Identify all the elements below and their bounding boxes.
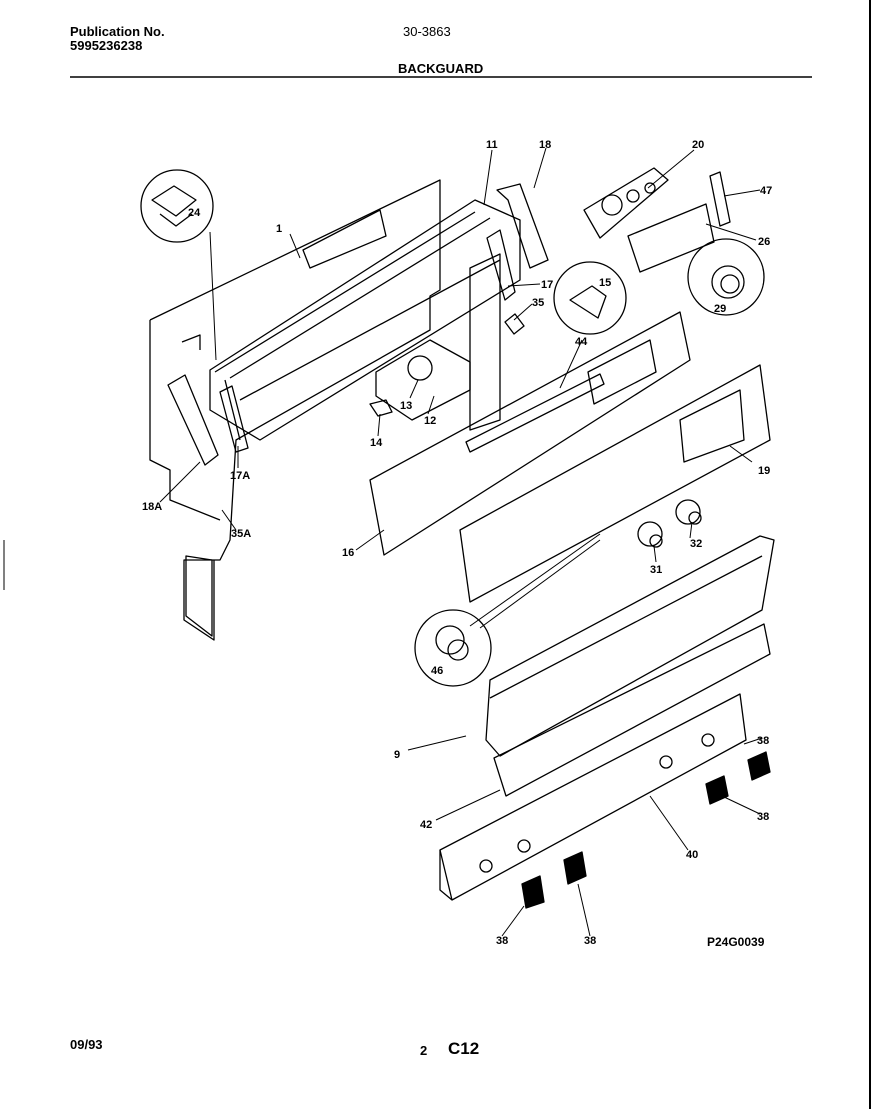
- clip-part-14: [369, 399, 393, 417]
- callout-38-a: 38: [757, 735, 769, 747]
- back-panel-part-1: [149, 179, 441, 641]
- knob-inset-part-29: [687, 238, 765, 316]
- callout-18a: 18A: [142, 501, 162, 513]
- footer-code: C12: [448, 1039, 480, 1058]
- callout-38-c: 38: [496, 935, 508, 947]
- front-panel-part-19: [459, 364, 771, 603]
- footer-date: 09/93: [70, 1037, 103, 1052]
- callout-20: 20: [692, 139, 704, 151]
- callout-26: 26: [758, 236, 770, 248]
- knob-part-38: [521, 751, 771, 909]
- control-panel-part-16: [369, 311, 691, 556]
- lower-trim-part-42: [493, 623, 771, 797]
- callout-15: 15: [599, 277, 611, 289]
- switch-inset-part-15: [553, 261, 627, 335]
- callout-1: 1: [276, 223, 282, 235]
- bracket-part-47: [709, 171, 731, 227]
- callout-32: 32: [690, 538, 702, 550]
- callout-labels: 1 11 18 20 47 26 24 17 15 35 29 44 13 12…: [142, 139, 772, 949]
- callout-31: 31: [650, 564, 662, 576]
- side-trim-part-17a: [219, 385, 249, 453]
- side-trim-part-18a: [167, 374, 219, 466]
- callout-16: 16: [342, 547, 354, 559]
- model-number: 30-3863: [403, 24, 451, 39]
- section-title: BACKGUARD: [398, 61, 484, 76]
- footer-page: 2: [420, 1043, 428, 1058]
- clock-timer-part-20: [583, 167, 669, 239]
- callout-19: 19: [758, 465, 770, 477]
- callout-35a: 35A: [231, 528, 251, 540]
- callout-38-b: 38: [757, 811, 769, 823]
- callout-47: 47: [760, 185, 772, 197]
- end-cap-part-9: [485, 535, 775, 757]
- switch-inset-part-24: [140, 169, 214, 243]
- clip-part-35: [504, 313, 525, 335]
- drawing-id: P24G0039: [707, 935, 765, 949]
- channel-part-44: [465, 373, 605, 453]
- manifold-panel-part-40: [439, 693, 747, 901]
- callout-9: 9: [394, 749, 400, 761]
- callout-35: 35: [532, 297, 544, 309]
- publication-label: Publication No.: [70, 24, 165, 39]
- callout-11: 11: [486, 139, 498, 151]
- switch-block-parts-12-13: [375, 339, 471, 421]
- knob-part-32: [675, 499, 702, 525]
- callout-24: 24: [188, 207, 201, 219]
- callout-38-d: 38: [584, 935, 596, 947]
- callout-14: 14: [370, 437, 383, 449]
- callout-29: 29: [714, 303, 726, 315]
- callout-17: 17: [541, 279, 553, 291]
- side-trim-part-17: [486, 229, 516, 301]
- callout-46: 46: [431, 665, 443, 677]
- callout-40: 40: [686, 849, 698, 861]
- knob-part-31: [637, 521, 663, 548]
- callout-17a: 17A: [230, 470, 250, 482]
- overlay-part-26: [627, 203, 715, 273]
- callout-42: 42: [420, 819, 432, 831]
- callout-12: 12: [424, 415, 436, 427]
- knob-inset-part-46: [414, 609, 492, 687]
- callout-18: 18: [539, 139, 551, 151]
- publication-number: 5995236238: [70, 38, 143, 53]
- callout-44: 44: [575, 336, 588, 348]
- side-trim-part-18: [496, 183, 549, 269]
- leader-lines: [159, 147, 763, 937]
- callout-13: 13: [400, 400, 412, 412]
- frame-part-11: [209, 199, 521, 441]
